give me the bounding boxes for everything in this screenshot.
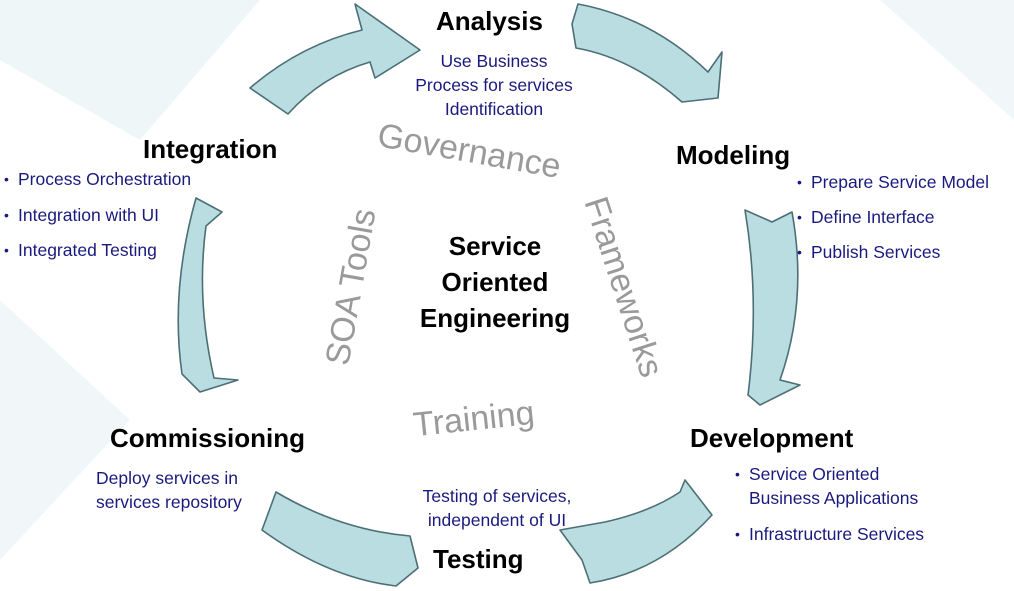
arrow-testing-to-commissioning [261,491,419,587]
modeling-bullet-text: Publish Services [811,242,941,262]
modeling-bullet-text: Prepare Service Model [811,172,989,192]
modeling-bullet: Prepare Service Model [797,170,989,194]
stage-title-testing: Testing [433,544,524,574]
modeling-bullet: Publish Services [797,240,989,264]
stage-title-commissioning: Commissioning [110,423,306,453]
development-bullet-line: Service Oriented [749,464,880,484]
stage-title-analysis: Analysis [436,6,543,36]
development-bullet-line: Infrastructure Services [749,524,925,544]
integration-bullet: Integration with UI [4,203,191,227]
analysis-description-line: Process for services [415,75,573,95]
arrow-integration-to-analysis [249,3,421,115]
development-bullets: Service Oriented Business Applications I… [735,462,924,546]
development-bullet: Service Oriented Business Applications [735,462,924,510]
stage-title-development: Development [690,423,854,453]
commissioning-description-line: services repository [96,492,242,512]
development-bullet-line: Business Applications [749,488,919,508]
arrow-development-to-testing [559,479,713,584]
modeling-bullet: Define Interface [797,205,989,229]
arrow-commissioning-to-integration [177,197,239,393]
center-title-line: Service [448,231,542,261]
center-title: Service Oriented Engineering [400,228,590,336]
center-title-line: Oriented [441,267,549,297]
commissioning-description-line: Deploy services in [96,468,238,488]
testing-description: Testing of services, independent of UI [400,484,594,532]
testing-description-line: independent of UI [427,510,567,530]
integration-bullet: Integrated Testing [4,238,191,262]
integration-bullet: Process Orchestration [4,167,191,191]
analysis-description-line: Use Business [440,51,548,71]
testing-description-line: Testing of services, [422,486,572,506]
arrow-analysis-to-modeling [571,3,723,103]
integration-bullet-text: Process Orchestration [18,169,192,189]
commissioning-description: Deploy services in services repository [96,466,242,514]
center-title-line: Engineering [419,303,571,333]
development-bullet: Infrastructure Services [735,522,924,546]
modeling-bullets: Prepare Service Model Define Interface P… [797,170,989,264]
stage-title-integration: Integration [143,134,278,164]
modeling-bullet-text: Define Interface [811,207,935,227]
stage-title-modeling: Modeling [676,140,791,170]
arrow-modeling-to-development [744,209,801,406]
integration-bullet-text: Integration with UI [18,205,160,225]
analysis-description-line: Identification [444,99,544,119]
integration-bullets: Process Orchestration Integration with U… [4,167,191,262]
analysis-description: Use Business Process for services Identi… [400,49,588,121]
integration-bullet-text: Integrated Testing [18,240,157,260]
